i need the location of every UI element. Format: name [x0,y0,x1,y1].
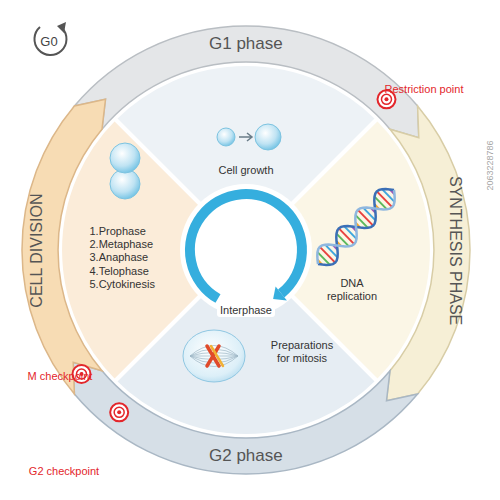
mitosis-stage: 1.Prophase [90,225,155,238]
interphase-arrow [190,194,302,299]
dna-base-pair [382,189,394,202]
centre-circle [180,184,312,316]
phase-pictures [34,22,395,421]
dna-base-pair [377,191,392,207]
dna-strand [318,189,394,265]
phase-band: G1 phase [207,32,285,56]
checkpoint-target [110,403,128,421]
checkpoint-label: G2 checkpoint [0,465,314,478]
phase-name: SYNTHESIS PHASE [446,175,465,324]
checkpoint-label: Restriction point [174,83,500,96]
large-cell [255,124,281,150]
dna-base-pair [358,210,373,226]
dna-base-pair [325,245,337,258]
mitosis-cell [183,330,245,382]
dna-base-pair [363,208,375,221]
dna-strand [317,190,394,264]
phase-quadrant: 1.Prophase2.Metaphase3.Anaphase4.Telopha… [88,223,157,293]
interphase-ring: Interphase [217,304,275,317]
phase-band: CELL DIVISION [25,191,48,309]
dna-base-pair [320,247,335,263]
phase-band: SYNTHESIS PHASE [444,173,467,326]
phase-name: CELL DIVISION [27,193,46,307]
checkpoint-target [384,97,388,101]
small-cell [217,128,235,146]
interphase-arrowhead [273,287,287,301]
watermark: 2063228786 [485,0,496,415]
mitosis-stage: 5.Cytokinesis [90,278,155,291]
phase-text: Cell growth [219,164,274,177]
checkpoint-target [117,410,121,414]
phase-arrow-band [387,106,471,401]
mitosis-stage: 3.Anaphase [90,251,155,264]
growth-arrow [239,133,252,141]
phase-arrow-band [74,26,418,138]
phase-text: Interphase [220,304,272,317]
mitosis-stage: 2.Metaphase [90,238,155,251]
mitosis-stage: 4.Telophase [90,265,155,278]
phase-band: G2 phase [207,444,285,468]
phase-quadrant: Preparations for mitosis [261,337,343,367]
phase-text: Preparations for mitosis [263,339,341,365]
phase-name: G2 phase [209,446,283,466]
chromosome [211,346,223,366]
phase-name: G1 phase [209,34,283,54]
dna-base-pair [339,228,354,244]
dna-base-pair [344,226,356,239]
g0-arrowhead [57,22,66,33]
dividing-cell [110,143,140,173]
checkpoint-target [114,407,124,417]
phase-quadrant: Cell growth [217,162,276,179]
phase-text: DNA replication [320,277,384,303]
phase-quadrant: DNA replication [318,275,386,305]
phase-arrow-band [73,362,417,474]
checkpoint-target [381,94,391,104]
checkpoint-label: M checkpoint [0,370,310,383]
phase-label: G0 [0,34,299,50]
